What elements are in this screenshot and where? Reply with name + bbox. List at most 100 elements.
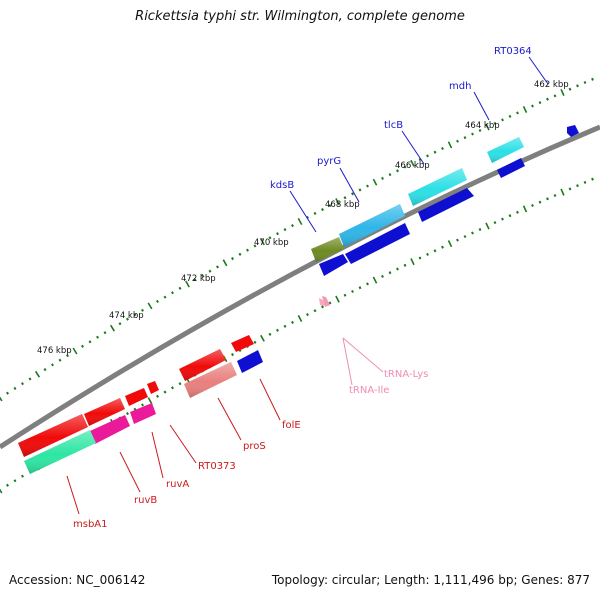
ruler-minor-tick xyxy=(516,111,519,115)
ruler-minor-tick xyxy=(178,382,182,386)
ruler-major-tick xyxy=(560,88,565,97)
ruler-minor-tick xyxy=(306,313,309,317)
ruler-major-tick xyxy=(34,370,41,378)
gene-label-trna-lys[interactable]: tRNA-Lys xyxy=(384,369,428,380)
ruler-minor-tick xyxy=(546,97,549,101)
ruler-major-tick xyxy=(147,302,153,310)
ruler-minor-tick xyxy=(396,169,399,173)
ruler-minor-tick xyxy=(508,214,512,218)
ruler-minor-tick xyxy=(313,211,317,215)
ruler-minor-tick xyxy=(388,271,392,275)
gene-label-ruvA[interactable]: ruvA xyxy=(166,479,189,490)
trna-ile-arrow[interactable] xyxy=(319,298,325,306)
ruler-minor-tick xyxy=(246,248,249,252)
ruler-minor-tick xyxy=(433,150,437,154)
upper-strand-features xyxy=(311,125,579,276)
ruler-minor-tick xyxy=(493,121,497,125)
ruler-minor-tick xyxy=(268,332,272,336)
trna-lys-arrow[interactable] xyxy=(322,296,330,307)
ruler-minor-tick xyxy=(126,317,129,321)
ruler-minor-tick xyxy=(456,238,459,242)
ruler-label-462: 462 kbp xyxy=(534,80,569,90)
ruler-major-tick xyxy=(222,259,228,267)
ruler-ticks-upper xyxy=(0,77,594,402)
ruler-minor-tick xyxy=(471,231,474,235)
ruler-minor-tick xyxy=(546,197,549,201)
gene-label-rt0373[interactable]: RT0373 xyxy=(198,461,236,472)
ruler-minor-tick xyxy=(351,192,354,196)
gene-mdh-sub-bar[interactable] xyxy=(497,158,525,178)
ruler-minor-tick xyxy=(6,483,9,487)
gene-label-pyrG[interactable]: pyrG xyxy=(317,156,341,167)
ruler-minor-tick xyxy=(328,301,332,305)
ruler-minor-tick xyxy=(126,412,129,416)
ruler-labels: 462 kbp 464 kbp 466 kbp 468 kbp 470 kbp … xyxy=(37,80,569,356)
ruler-minor-tick xyxy=(118,322,122,326)
ruler-minor-tick xyxy=(478,128,482,133)
ruler-label-476: 476 kbp xyxy=(37,346,72,356)
ruler-minor-tick xyxy=(103,331,107,335)
ruler-minor-tick xyxy=(381,176,384,180)
ruler-minor-tick xyxy=(538,101,542,105)
ruler-minor-tick xyxy=(81,344,84,348)
ruler-major-tick xyxy=(485,123,490,131)
ruler-major-tick xyxy=(110,324,115,332)
gene-rt0364-arrow[interactable] xyxy=(567,125,579,137)
gene-label-trna-ile[interactable]: tRNA-Ile xyxy=(349,385,389,396)
ruler-minor-tick xyxy=(291,224,294,228)
ruler-minor-tick xyxy=(28,377,32,381)
ruler-minor-tick xyxy=(156,394,159,398)
ruler-minor-tick xyxy=(328,204,332,208)
gene-label-mdh[interactable]: mdh xyxy=(449,81,471,92)
ruler-major-tick xyxy=(260,334,265,342)
map-title: Rickettsia typhi str. Wilmington, comple… xyxy=(135,9,465,24)
genome-backbone xyxy=(0,124,600,450)
gene-labels-upper: RT0364 mdh tlcB pyrG kdsB xyxy=(270,46,532,191)
ruler-major-tick xyxy=(297,315,303,322)
ruler-major-tick xyxy=(447,141,453,149)
ruler-minor-tick xyxy=(283,324,287,328)
gene-label-folE[interactable]: folE xyxy=(282,420,301,431)
gene-rt0373-arrow[interactable] xyxy=(147,381,159,394)
gene-kdsB-sub-arrow[interactable] xyxy=(319,254,348,276)
gene-ruvA-sub-bar[interactable] xyxy=(130,403,156,424)
gene-label-tlcB[interactable]: tlcB xyxy=(384,120,403,131)
ruler-minor-tick xyxy=(426,252,429,256)
ruler-minor-tick xyxy=(463,136,467,140)
ruler-minor-tick xyxy=(441,245,444,249)
ruler-minor-tick xyxy=(13,386,17,390)
gene-tlcB-sub-bar[interactable] xyxy=(418,188,474,222)
ruler-minor-tick xyxy=(208,269,212,273)
ruler-minor-tick xyxy=(456,139,459,143)
ruler-minor-tick xyxy=(583,180,587,184)
ruler-major-tick xyxy=(147,397,153,405)
ruler-major-tick xyxy=(410,258,415,266)
gene-label-kdsB[interactable]: kdsB xyxy=(270,180,294,191)
ruler-major-tick xyxy=(372,178,378,186)
gene-label-rt0364[interactable]: RT0364 xyxy=(494,46,532,57)
ruler-minor-tick xyxy=(178,286,182,290)
gene-folE-arrow[interactable] xyxy=(231,335,254,352)
ruler-minor-tick xyxy=(58,358,62,362)
ruler-minor-tick xyxy=(21,382,24,386)
ruler-minor-tick xyxy=(531,104,534,108)
ruler-minor-tick xyxy=(396,267,399,271)
gene-pyrG-sub-bar[interactable] xyxy=(345,223,410,264)
ruler-minor-tick xyxy=(171,291,174,295)
ruler-minor-tick xyxy=(201,273,204,277)
gene-folE-sub-bar[interactable] xyxy=(237,350,263,373)
ruler-minor-tick xyxy=(568,187,572,191)
gene-ruvA-bar[interactable] xyxy=(125,388,148,406)
ruler-minor-tick xyxy=(426,154,429,158)
gene-label-msbA1[interactable]: msbA1 xyxy=(73,519,108,530)
gene-labels-lower: msbA1 ruvB ruvA RT0373 proS folE tRNA-Ly… xyxy=(73,369,428,530)
ruler-minor-tick xyxy=(568,87,572,91)
gene-label-proS[interactable]: proS xyxy=(243,441,266,452)
ruler-major-tick xyxy=(522,205,528,213)
ruler-minor-tick xyxy=(171,386,174,390)
gene-label-ruvB[interactable]: ruvB xyxy=(134,495,157,506)
ruler-minor-tick xyxy=(403,165,407,169)
ruler-minor-tick xyxy=(501,217,504,221)
ruler-minor-tick xyxy=(96,335,99,339)
gene-ruvB-sub-bar[interactable] xyxy=(90,415,130,444)
